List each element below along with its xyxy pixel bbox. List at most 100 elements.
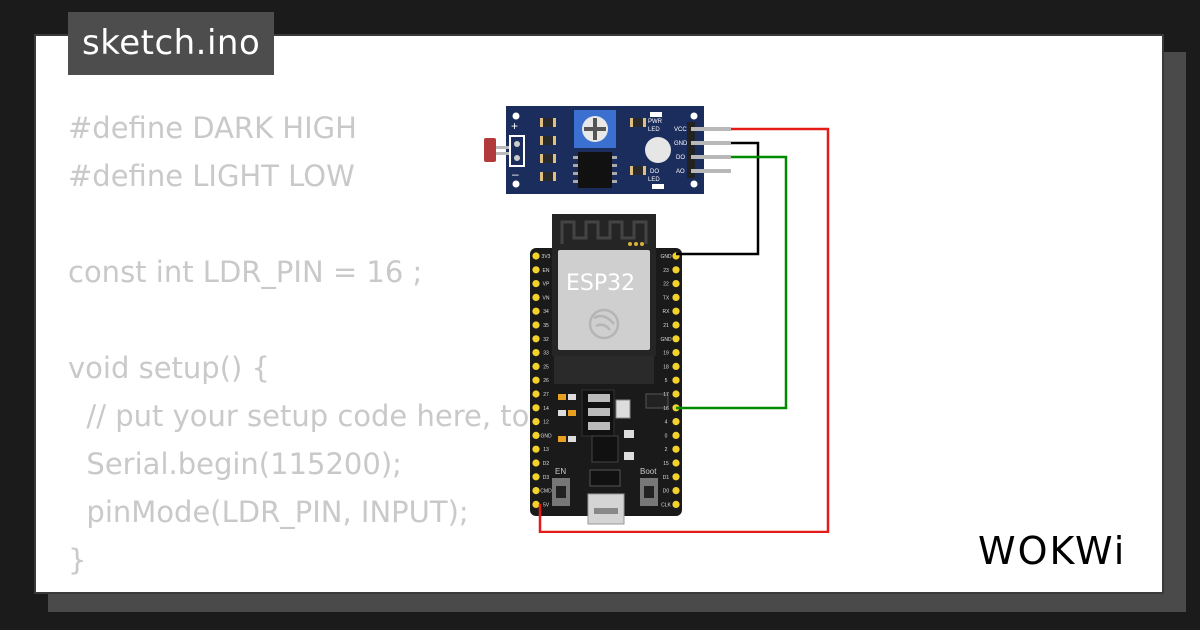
esp32-pin[interactable] <box>532 266 540 274</box>
esp32-pin[interactable] <box>532 418 540 426</box>
antenna-pad <box>628 242 632 246</box>
esp32-pin[interactable] <box>532 500 540 508</box>
esp32-pin[interactable] <box>672 280 680 288</box>
esp32-pin-label: 22 <box>663 282 669 288</box>
esp32-pin[interactable] <box>672 335 680 343</box>
esp32-pin[interactable] <box>532 280 540 288</box>
esp32-pin[interactable] <box>672 418 680 426</box>
photoresistor[interactable] <box>484 138 496 162</box>
esp32-pin[interactable] <box>672 500 680 508</box>
esp32-pin-label: 5 <box>665 378 668 384</box>
wire-gnd[interactable] <box>676 141 760 256</box>
usb-slot <box>594 508 618 514</box>
esp32-pin[interactable] <box>672 459 680 467</box>
esp32-pin-label: 19 <box>663 351 669 357</box>
esp32-pin-label: 25 <box>543 364 549 370</box>
esp32-pin-label: 13 <box>543 447 549 453</box>
file-tab[interactable]: sketch.ino <box>68 12 275 75</box>
esp32-label: ESP32 <box>566 271 635 296</box>
esp32-pin[interactable] <box>532 349 540 357</box>
pin-header <box>687 122 695 178</box>
esp32-pin[interactable] <box>672 390 680 398</box>
wokwi-logo-text: WOKWi <box>978 529 1126 573</box>
pin-label-do: DO <box>676 155 685 161</box>
code-line[interactable]: const int LDR_PIN = 16 ; <box>68 255 423 289</box>
esp32-pin-label: 32 <box>543 337 549 343</box>
esp32-pin-label: VP <box>543 282 550 288</box>
smd-resistors <box>540 118 646 181</box>
esp32-pin[interactable] <box>532 252 540 260</box>
code-line[interactable]: #define DARK HIGH <box>68 111 357 145</box>
esp32-pin[interactable] <box>532 376 540 384</box>
circuit-diagram: + – PWR LED DO LED VCC GND <box>484 106 830 533</box>
esp32-pin[interactable] <box>672 487 680 495</box>
code-line[interactable]: void setup() { <box>68 351 270 385</box>
en-button-cap[interactable] <box>556 486 566 498</box>
esp32-pin[interactable] <box>672 376 680 384</box>
wire-vcc[interactable] <box>538 127 830 533</box>
esp32-pin[interactable] <box>532 335 540 343</box>
comparator-chip <box>578 152 612 188</box>
esp32-pin-label: 12 <box>543 420 549 426</box>
esp32-pin[interactable] <box>532 390 540 398</box>
esp32-pin-label: GND <box>660 337 672 343</box>
esp32-pin-label: 5V <box>543 502 550 508</box>
minus-label: – <box>512 167 519 181</box>
do-led-label: LED <box>648 177 660 183</box>
esp32-pin[interactable] <box>672 321 680 329</box>
esp32-pin[interactable] <box>672 349 680 357</box>
mount-hole <box>690 180 698 188</box>
photoresistor-leg <box>496 146 510 149</box>
left-pin-column[interactable]: 3V3ENVPVN343532332526271412GND13D2D3CMD5… <box>532 252 552 508</box>
esp32-pin-label: 18 <box>663 364 669 370</box>
esp32-pin-label: 17 <box>663 392 669 398</box>
esp32-pin[interactable] <box>672 293 680 301</box>
header-pins[interactable] <box>691 127 731 173</box>
esp32-pin[interactable] <box>672 307 680 315</box>
pin-label-vcc: VCC <box>674 127 687 133</box>
esp32-pin[interactable] <box>672 266 680 274</box>
do-led-label: DO <box>650 169 659 175</box>
esp32-pin[interactable] <box>672 362 680 370</box>
esp32-pin[interactable] <box>532 404 540 412</box>
pin-label-gnd: GND <box>674 141 688 147</box>
esp32-pin[interactable] <box>532 445 540 453</box>
esp32-pin[interactable] <box>672 445 680 453</box>
plus-label: + <box>511 119 518 133</box>
socket-pin <box>514 141 520 147</box>
knob-slot <box>584 127 606 131</box>
esp32-pin[interactable] <box>532 321 540 329</box>
wire-do[interactable] <box>676 155 788 410</box>
esp32-pin[interactable] <box>672 473 680 481</box>
esp32-pin[interactable] <box>532 307 540 315</box>
esp32-pin-label: 34 <box>543 309 549 315</box>
esp32-pin[interactable] <box>532 362 540 370</box>
code-line[interactable]: Serial.begin(115200); <box>68 447 402 481</box>
esp32-pin-label: 35 <box>543 323 549 329</box>
code-line[interactable]: pinMode(LDR_PIN, INPUT); <box>68 495 469 529</box>
ldr-module[interactable]: + – PWR LED DO LED VCC GND <box>484 106 731 194</box>
pwr-led-label: LED <box>648 127 660 133</box>
boot-button-cap[interactable] <box>644 486 654 498</box>
esp32-pin-label: 15 <box>663 461 669 467</box>
esp32-pin-label: EN <box>543 268 550 274</box>
do-led <box>652 184 664 189</box>
smd-components <box>558 389 669 487</box>
code-line[interactable]: } <box>68 543 87 577</box>
antenna-pad <box>634 242 638 246</box>
esp32-pin-label: 3V3 <box>542 254 551 260</box>
esp32-pin-label: 16 <box>663 406 669 412</box>
code-line[interactable]: #define LIGHT LOW <box>68 159 355 193</box>
esp32-board[interactable]: ESP32 EN Boot <box>530 214 682 525</box>
esp32-pin[interactable] <box>672 431 680 439</box>
esp32-pin[interactable] <box>532 431 540 439</box>
pin-label-ao: AO <box>676 169 685 175</box>
esp32-pin[interactable] <box>532 487 540 495</box>
code-editor[interactable]: #define DARK HIGH #define LIGHT LOW const … <box>68 104 676 584</box>
socket-pin <box>514 155 520 161</box>
esp32-pin[interactable] <box>532 293 540 301</box>
esp32-pin[interactable] <box>532 473 540 481</box>
esp32-pin[interactable] <box>532 459 540 467</box>
esp32-pin-label: 33 <box>543 351 549 357</box>
